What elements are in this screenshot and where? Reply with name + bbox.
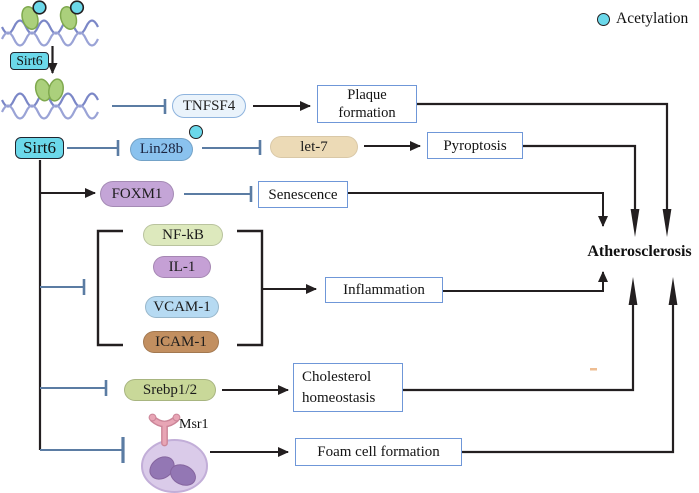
plaque-formation-box: Plaque formation <box>317 85 417 123</box>
inhibit-lin28b-let7 <box>202 140 262 155</box>
foxm1-node: FOXM1 <box>100 181 174 207</box>
nfkb-node: NF-kB <box>143 224 223 246</box>
inhibit-foxm1-senescence <box>184 186 253 202</box>
atherosclerosis-label: Atherosclerosis <box>587 243 692 260</box>
legend-acetylation-icon <box>597 13 610 26</box>
lin28b-node: Lin28b <box>130 138 193 161</box>
acetyl-mark-icon <box>189 125 203 139</box>
arrow-pyroptosis-atherosclerosis <box>523 144 640 237</box>
dna-helix-acetylated <box>1 19 99 47</box>
msr1-receptor-icon <box>148 413 181 447</box>
acetyl-mark-icon <box>69 0 85 15</box>
srebp12-node: Srebp1/2 <box>124 379 216 401</box>
legend-acetylation-label: Acetylation <box>616 10 689 27</box>
senescence-box: Senescence <box>258 181 348 208</box>
vcam1-node: VCAM-1 <box>145 296 219 318</box>
dna-helix-deacetylated <box>1 92 99 120</box>
icam1-node: ICAM-1 <box>143 331 219 353</box>
arrow-senescence-atherosclerosis <box>348 192 608 227</box>
deacetylated-histones <box>34 78 64 102</box>
arrow-cholesterol-atherosclerosis <box>403 277 638 392</box>
sirt6-enzyme-label-top: Sirt6 <box>10 52 49 70</box>
inhibit-dna-tnfsf4 <box>112 99 167 114</box>
macrophage-cell <box>141 439 208 493</box>
foam-cell-formation-box: Foam cell formation <box>295 438 462 466</box>
il1-node: IL-1 <box>153 256 211 278</box>
acetylated-histones <box>21 0 85 30</box>
bracket-left <box>96 229 123 347</box>
arrow-plaque-atherosclerosis <box>417 102 672 237</box>
inflammation-box: Inflammation <box>325 277 443 303</box>
inhibit-sirt6-mediators <box>40 279 86 295</box>
inhibit-sirt6-lin28b <box>67 140 120 156</box>
bracket-right <box>237 229 264 347</box>
msr1-label: Msr1 <box>179 417 209 432</box>
inhibit-sirt6-macrophage <box>40 437 125 463</box>
pyroptosis-box: Pyroptosis <box>427 132 523 159</box>
arrow-inflammation-atherosclerosis <box>443 271 608 292</box>
acetyl-mark-icon <box>32 0 47 15</box>
let7-node: let-7 <box>270 136 358 158</box>
cholesterol-homeostasis-box: Cholesterol homeostasis <box>293 363 403 412</box>
inhibit-sirt6-srebp <box>40 380 108 396</box>
stray-mark <box>590 368 597 371</box>
arrow-foam-atherosclerosis <box>462 277 678 454</box>
sirt6-node: Sirt6 <box>15 137 64 159</box>
tnfsf4-node: TNFSF4 <box>172 94 246 118</box>
